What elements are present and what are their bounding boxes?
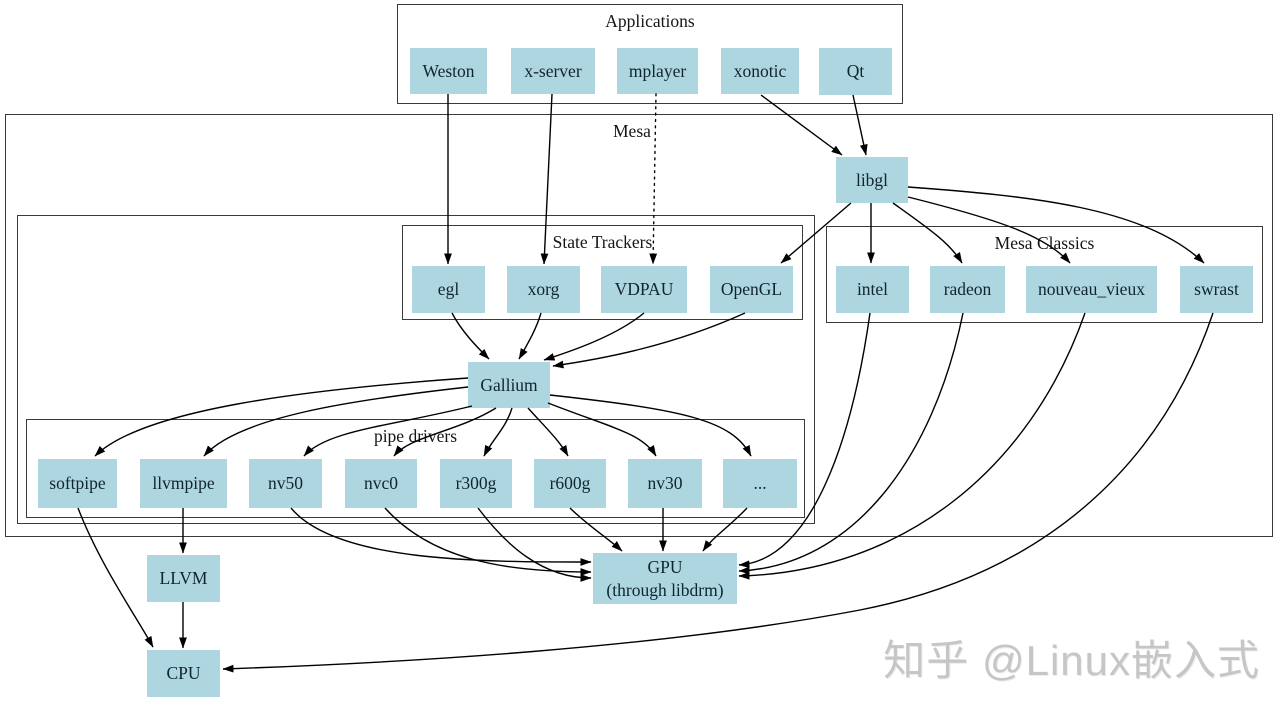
node-qt: Qt [819,48,892,95]
node-gpu-line2: (through libdrm) [606,579,724,600]
node-gpu-line1: GPU [647,556,683,577]
mesa-group-label: Mesa [613,121,651,141]
node-gallium: Gallium [468,362,550,408]
node-intel: intel [836,266,909,313]
node-r300g: r300g [440,459,512,508]
node-egl: egl [412,266,485,313]
node-x-server: x-server [511,48,595,94]
node-r600g: r600g [534,459,606,508]
node-opengl: OpenGL [710,266,793,313]
node-mplayer: mplayer [617,48,698,94]
applications-group-box: Applications [397,4,903,104]
state-trackers-group-label: State Trackers [552,232,653,252]
pipe-drivers-group-label: pipe drivers [373,426,458,446]
node-nv30: nv30 [628,459,702,508]
node-cpu: CPU [147,650,220,697]
node-swrast: swrast [1180,266,1253,313]
node-vdpau: VDPAU [601,266,687,313]
applications-group-label: Applications [605,11,695,31]
mesa-classics-group-label: Mesa Classics [994,233,1095,253]
watermark-text: 知乎 @Linux嵌入式 [883,637,1260,684]
node-ellipsis: ... [723,459,797,508]
node-weston: Weston [410,48,487,94]
node-xonotic: xonotic [721,48,799,94]
node-llvm: LLVM [147,555,220,602]
node-softpipe: softpipe [38,459,117,508]
node-xorg: xorg [507,266,580,313]
node-nv50: nv50 [249,459,322,508]
node-nvc0: nvc0 [345,459,417,508]
node-radeon: radeon [930,266,1005,313]
node-libgl: libgl [836,157,908,203]
node-gpu: GPU (through libdrm) [593,553,737,604]
node-llvmpipe: llvmpipe [140,459,227,508]
node-nouveau-vieux: nouveau_vieux [1026,266,1157,313]
